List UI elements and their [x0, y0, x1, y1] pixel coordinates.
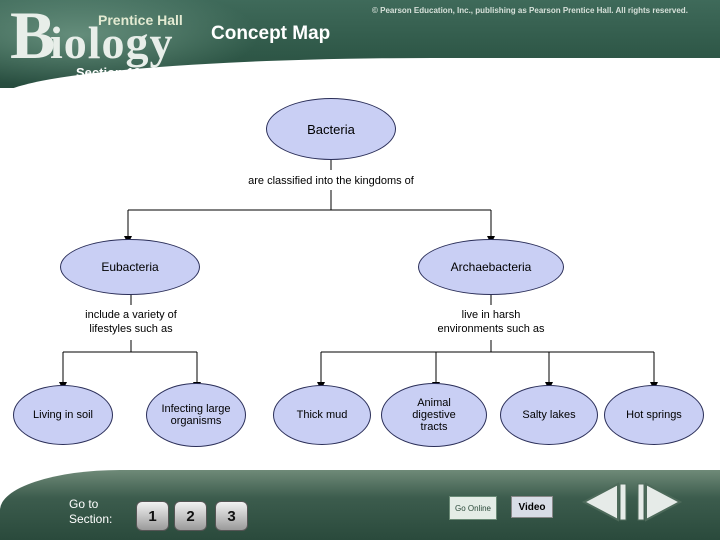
- page-title: Concept Map: [211, 23, 331, 44]
- copyright-notice: © Pearson Education, Inc., publishing as…: [372, 6, 688, 15]
- logo-word: iology: [50, 17, 174, 68]
- node-salty-lakes: Salty lakes: [500, 385, 598, 445]
- logo-initial: B: [10, 0, 55, 73]
- previous-arrow-icon[interactable]: [578, 480, 628, 524]
- publisher-name: Prentice Hall: [98, 12, 183, 28]
- node-infecting-large-organisms: Infecting large organisms: [146, 383, 246, 447]
- section-label: Section 19-1: [76, 65, 153, 80]
- goto-section-label: Go to Section:: [69, 497, 113, 526]
- section-1-button[interactable]: 1: [136, 501, 169, 531]
- biology-logo: B iology Prentice Hall: [10, 0, 200, 73]
- node-animal-digestive-tracts: Animal digestive tracts: [381, 383, 487, 447]
- video-button[interactable]: Video: [511, 496, 553, 518]
- node-eubacteria: Eubacteria: [60, 239, 200, 295]
- section-2-button[interactable]: 2: [174, 501, 207, 531]
- node-archaebacteria: Archaebacteria: [418, 239, 564, 295]
- next-arrow-icon[interactable]: [636, 480, 686, 524]
- link-lifestyles: include a variety of lifestyles such as: [85, 309, 177, 335]
- link-harsh-environments: live in harsh environments such as: [437, 309, 545, 335]
- section-3-button[interactable]: 3: [215, 501, 248, 531]
- node-bacteria: Bacteria: [266, 98, 396, 160]
- node-living-in-soil: Living in soil: [13, 385, 113, 445]
- go-online-button[interactable]: Go Online: [449, 496, 497, 520]
- link-classified: are classified into the kingdoms of: [248, 175, 414, 187]
- node-thick-mud: Thick mud: [273, 385, 371, 445]
- node-hot-springs: Hot springs: [604, 385, 704, 445]
